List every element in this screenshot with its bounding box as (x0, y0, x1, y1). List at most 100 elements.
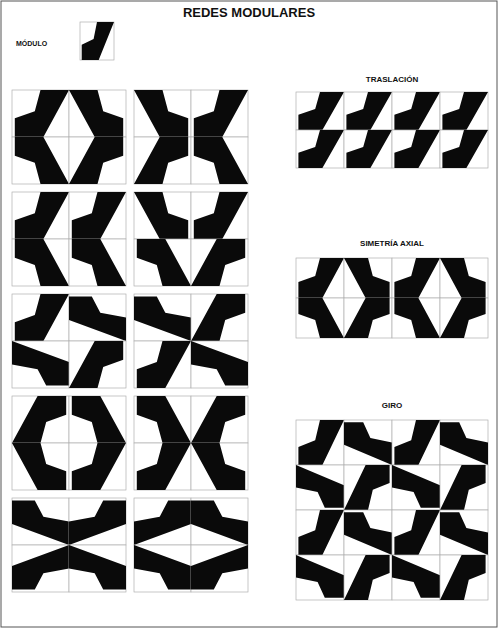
grid-cell (134, 192, 191, 239)
module-shape (394, 130, 440, 168)
module-shape (72, 239, 126, 286)
grid-cell (392, 258, 440, 298)
module-shape (191, 239, 245, 286)
module-shape (137, 396, 191, 443)
module-shape (137, 341, 191, 388)
module-shape (298, 510, 344, 555)
module-shape (194, 90, 248, 137)
module-shape (69, 137, 123, 184)
module-shape (191, 341, 248, 386)
grid-cell (191, 341, 248, 388)
module-shape (344, 298, 390, 338)
grid-cell (440, 555, 488, 600)
grid-cell (440, 420, 488, 465)
module-shape (134, 137, 188, 184)
grid-cell (12, 545, 69, 592)
module-shape (69, 341, 123, 388)
module-shape (72, 192, 126, 239)
grid-cell (69, 396, 126, 443)
grid-cell (191, 137, 248, 184)
grid-cell (69, 545, 126, 592)
grid-cell (134, 443, 191, 490)
grid-cell (134, 137, 191, 184)
module-shape (69, 90, 123, 137)
module-shape (12, 545, 69, 590)
grid-cell (344, 298, 392, 338)
module-label: MÓDULO (16, 40, 47, 48)
module-shape (69, 545, 126, 590)
grid-cell (296, 555, 344, 600)
grid-cell (12, 192, 69, 239)
grid-cell (191, 192, 248, 239)
grid-cell (392, 130, 440, 168)
page-title: REDES MODULARES (183, 6, 315, 20)
module-shape (298, 420, 344, 465)
module-shape (442, 130, 488, 168)
module-shape (440, 555, 486, 600)
grid-cell (392, 420, 440, 465)
module-shape (191, 500, 248, 545)
module-shape (194, 192, 248, 239)
module-shape (442, 92, 488, 130)
grid-cell (191, 90, 248, 137)
module-shape (394, 258, 440, 298)
grid-cell (392, 510, 440, 555)
grid-cell (344, 465, 392, 510)
grid-cell (296, 465, 344, 510)
module-shape (440, 258, 486, 298)
module-shape (191, 294, 245, 341)
module-shape (15, 239, 69, 286)
grid-cell (191, 443, 248, 490)
module-shape (137, 443, 191, 490)
grid-cell (440, 510, 488, 555)
grid-cell (440, 130, 488, 168)
module-shape (137, 239, 191, 286)
grid-cell (12, 498, 69, 545)
grid-cell (134, 294, 191, 341)
grid-cell (296, 298, 344, 338)
module-shape (296, 465, 344, 508)
grid-cell (12, 90, 69, 137)
section-heading: SIMETRÍA AXIAL (360, 240, 424, 249)
grid-cell (191, 294, 248, 341)
module-shape (12, 443, 66, 490)
grid-cell (296, 510, 344, 555)
module-shape (440, 512, 488, 555)
grid-cell (191, 239, 248, 286)
grid-cell (69, 443, 126, 490)
grid-cell (69, 90, 126, 137)
grid-cell (296, 258, 344, 298)
section-heading: TRASLACIÓN (366, 76, 418, 85)
module-shape (134, 296, 191, 341)
grid-cell (344, 510, 392, 555)
grid-cell (69, 341, 126, 388)
module-shape (394, 92, 440, 130)
module-shape (194, 137, 248, 184)
grid-cell (12, 443, 69, 490)
grid-cell (69, 239, 126, 286)
grid-cell (392, 92, 440, 130)
module-shape (394, 510, 440, 555)
module-shape (298, 258, 344, 298)
grid-cell (134, 545, 191, 592)
grid-cell (69, 137, 126, 184)
grid-cell (440, 298, 488, 338)
module-shape (344, 422, 392, 465)
module-shape (134, 90, 188, 137)
module-shape (15, 137, 69, 184)
module-shape (298, 130, 344, 168)
grid-cell (392, 465, 440, 510)
grid-cell (134, 239, 191, 286)
grid-cell (69, 294, 126, 341)
grid-cell (134, 396, 191, 443)
module-shape (69, 500, 126, 545)
grid-cell (344, 92, 392, 130)
grid-cell (191, 498, 248, 545)
module-shape (134, 545, 191, 590)
module-shape (12, 500, 69, 545)
module-shape (394, 420, 440, 465)
grid-cell (344, 130, 392, 168)
module-shape (15, 90, 69, 137)
module-shape (134, 192, 188, 239)
